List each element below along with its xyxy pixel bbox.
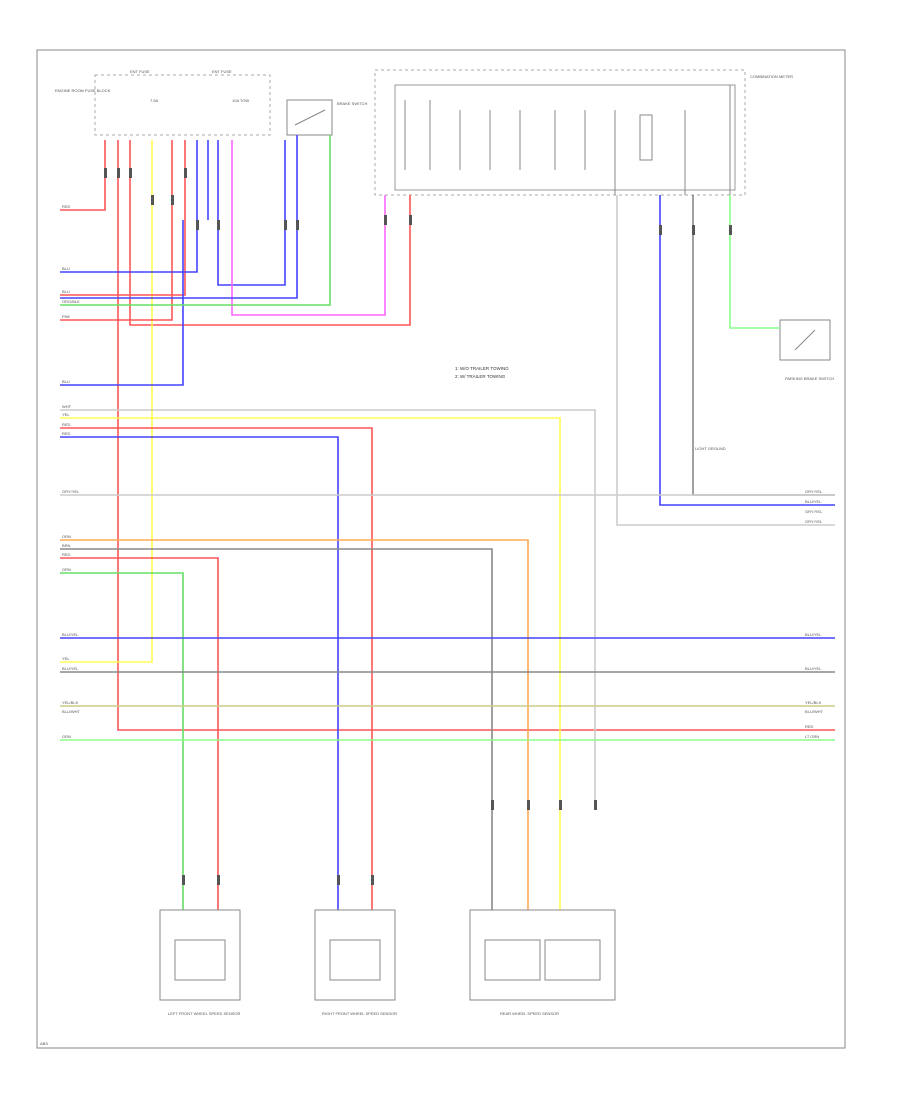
wire-lightgray-1 (60, 409, 596, 800)
right-wire-labels: GRY/YEL BLU/YEL GRY/YEL GRY/YEL BLU/YEL BLU/Y… (805, 489, 824, 739)
note-1: 1: W/O TRAILER TOWING (455, 366, 509, 371)
wire-label-left: ORN (62, 534, 71, 539)
wire-label-left: BLU (62, 379, 70, 384)
wire-label-left: BRN (62, 543, 71, 548)
wire-label-left: BLU (62, 289, 70, 294)
wires (60, 135, 835, 910)
wire-yellow-1 (60, 140, 153, 663)
wire-red-3 (129, 140, 411, 326)
brake-switch-label: BRAKE SWITCH (337, 101, 368, 106)
fuse-label-2: 10A TOW (232, 98, 249, 103)
wire-label-right: BLU/YEL (805, 632, 822, 637)
sensor-rf-label: RIGHT FRONT WHEEL SPEED SENSOR (322, 1011, 397, 1016)
wire-lightgreen-2 (729, 195, 780, 329)
wire-label-right: BLU/WHT (805, 709, 824, 714)
wire-red-1 (60, 140, 106, 211)
wire-label-right: LT GRN (805, 734, 819, 739)
wire-label-right: GRY/YEL (805, 509, 823, 514)
wire-label-left: PNK (62, 314, 71, 319)
wire-red-5 (60, 140, 186, 296)
wire-label-left: GRN (62, 734, 71, 739)
wire-blue-2 (60, 140, 209, 386)
wire-label-left: BLU/YEL (62, 666, 79, 671)
wire-label-left: ORG/BLK (62, 299, 80, 304)
fuse-label-1: 7.5A (150, 98, 159, 103)
sensor-rear-label: REAR WHEEL SPEED SENSOR (500, 1011, 559, 1016)
wire-red-4 (60, 140, 173, 321)
wire-label-right: BLU/YEL (805, 499, 822, 504)
wire-green-1 (60, 135, 331, 306)
light-ground-label: LIGHT GROUND (695, 446, 726, 451)
connector-marks (104, 168, 732, 885)
footer-label: ABS (40, 1041, 48, 1046)
parking-brake-switch-label: PARKING BRAKE SWITCH (785, 376, 834, 381)
left-wire-labels: RED BLU BLU ORG/BLK PNK BLU WHT YEL RED RED GRY/YE… (62, 204, 81, 739)
wire-label-left: YEL (62, 412, 70, 417)
wire-red-6 (60, 427, 373, 910)
wire-label-left: RED (62, 422, 71, 427)
diagram-frame (36, 49, 846, 1049)
meter-internal-components (404, 85, 731, 195)
wire-label-left: RED (62, 552, 71, 557)
sensor-left-front: LEFT FRONT WHEEL SPEED SENSOR (159, 909, 241, 1016)
fuse-block-b-label: ENT FUSE (212, 69, 232, 74)
parking-brake-switch-box (779, 319, 831, 361)
wire-label-right: RED (805, 724, 814, 729)
wire-label-right: GRY/YEL (805, 519, 823, 524)
wire-label-left: RED (62, 431, 71, 436)
sensor-right-front: RIGHT FRONT WHEEL SPEED SENSOR (314, 909, 397, 1016)
wire-label-left: RED (62, 204, 71, 209)
wire-label-right: YEL/BLK (805, 700, 822, 705)
wire-label-right: GRY/YEL (805, 489, 823, 494)
sensor-rear: REAR WHEEL SPEED SENSOR (469, 909, 616, 1016)
note-2: 2: W/ TRAILER TOWING (455, 374, 506, 379)
wire-green-2 (60, 572, 184, 910)
wire-label-left: YEL (62, 656, 70, 661)
wire-blue-5 (60, 436, 339, 910)
sensor-lf-label: LEFT FRONT WHEEL SPEED SENSOR (168, 1011, 240, 1016)
wire-blue-4 (60, 135, 298, 299)
wire-label-left: YEL/BLK (62, 700, 79, 705)
fuse-block-a-label: ENT FUSE (130, 69, 150, 74)
wire-label-left: BLU (62, 266, 70, 271)
wire-red-2 (117, 140, 835, 731)
wire-red-7 (60, 557, 219, 910)
wire-label-left: BLU/YEL (62, 632, 79, 637)
wire-lightgray-2 (616, 195, 835, 526)
wire-gray-1 (60, 548, 493, 910)
combination-meter-box (374, 69, 746, 196)
wire-blue-7 (659, 195, 835, 506)
wire-yellow-2 (60, 417, 561, 910)
wire-label-left: GRN (62, 567, 71, 572)
wire-orange-1 (60, 539, 529, 910)
brake-switch-box (286, 99, 333, 136)
wire-blue-1 (60, 140, 198, 273)
engine-room-label: ENGINE ROOM FUSE BLOCK (55, 88, 111, 93)
wire-blue-3 (217, 140, 286, 286)
combination-meter-label: COMBINATION METER (750, 74, 793, 79)
wire-label-right: BLU/YEL (805, 666, 822, 671)
wire-magenta-1 (231, 140, 386, 316)
fuse-box-top (94, 74, 271, 136)
wire-label-left: BLU/WHT (62, 709, 81, 714)
wire-label-left: GRY/YEL (62, 489, 80, 494)
wire-label-left: WHT (62, 404, 72, 409)
